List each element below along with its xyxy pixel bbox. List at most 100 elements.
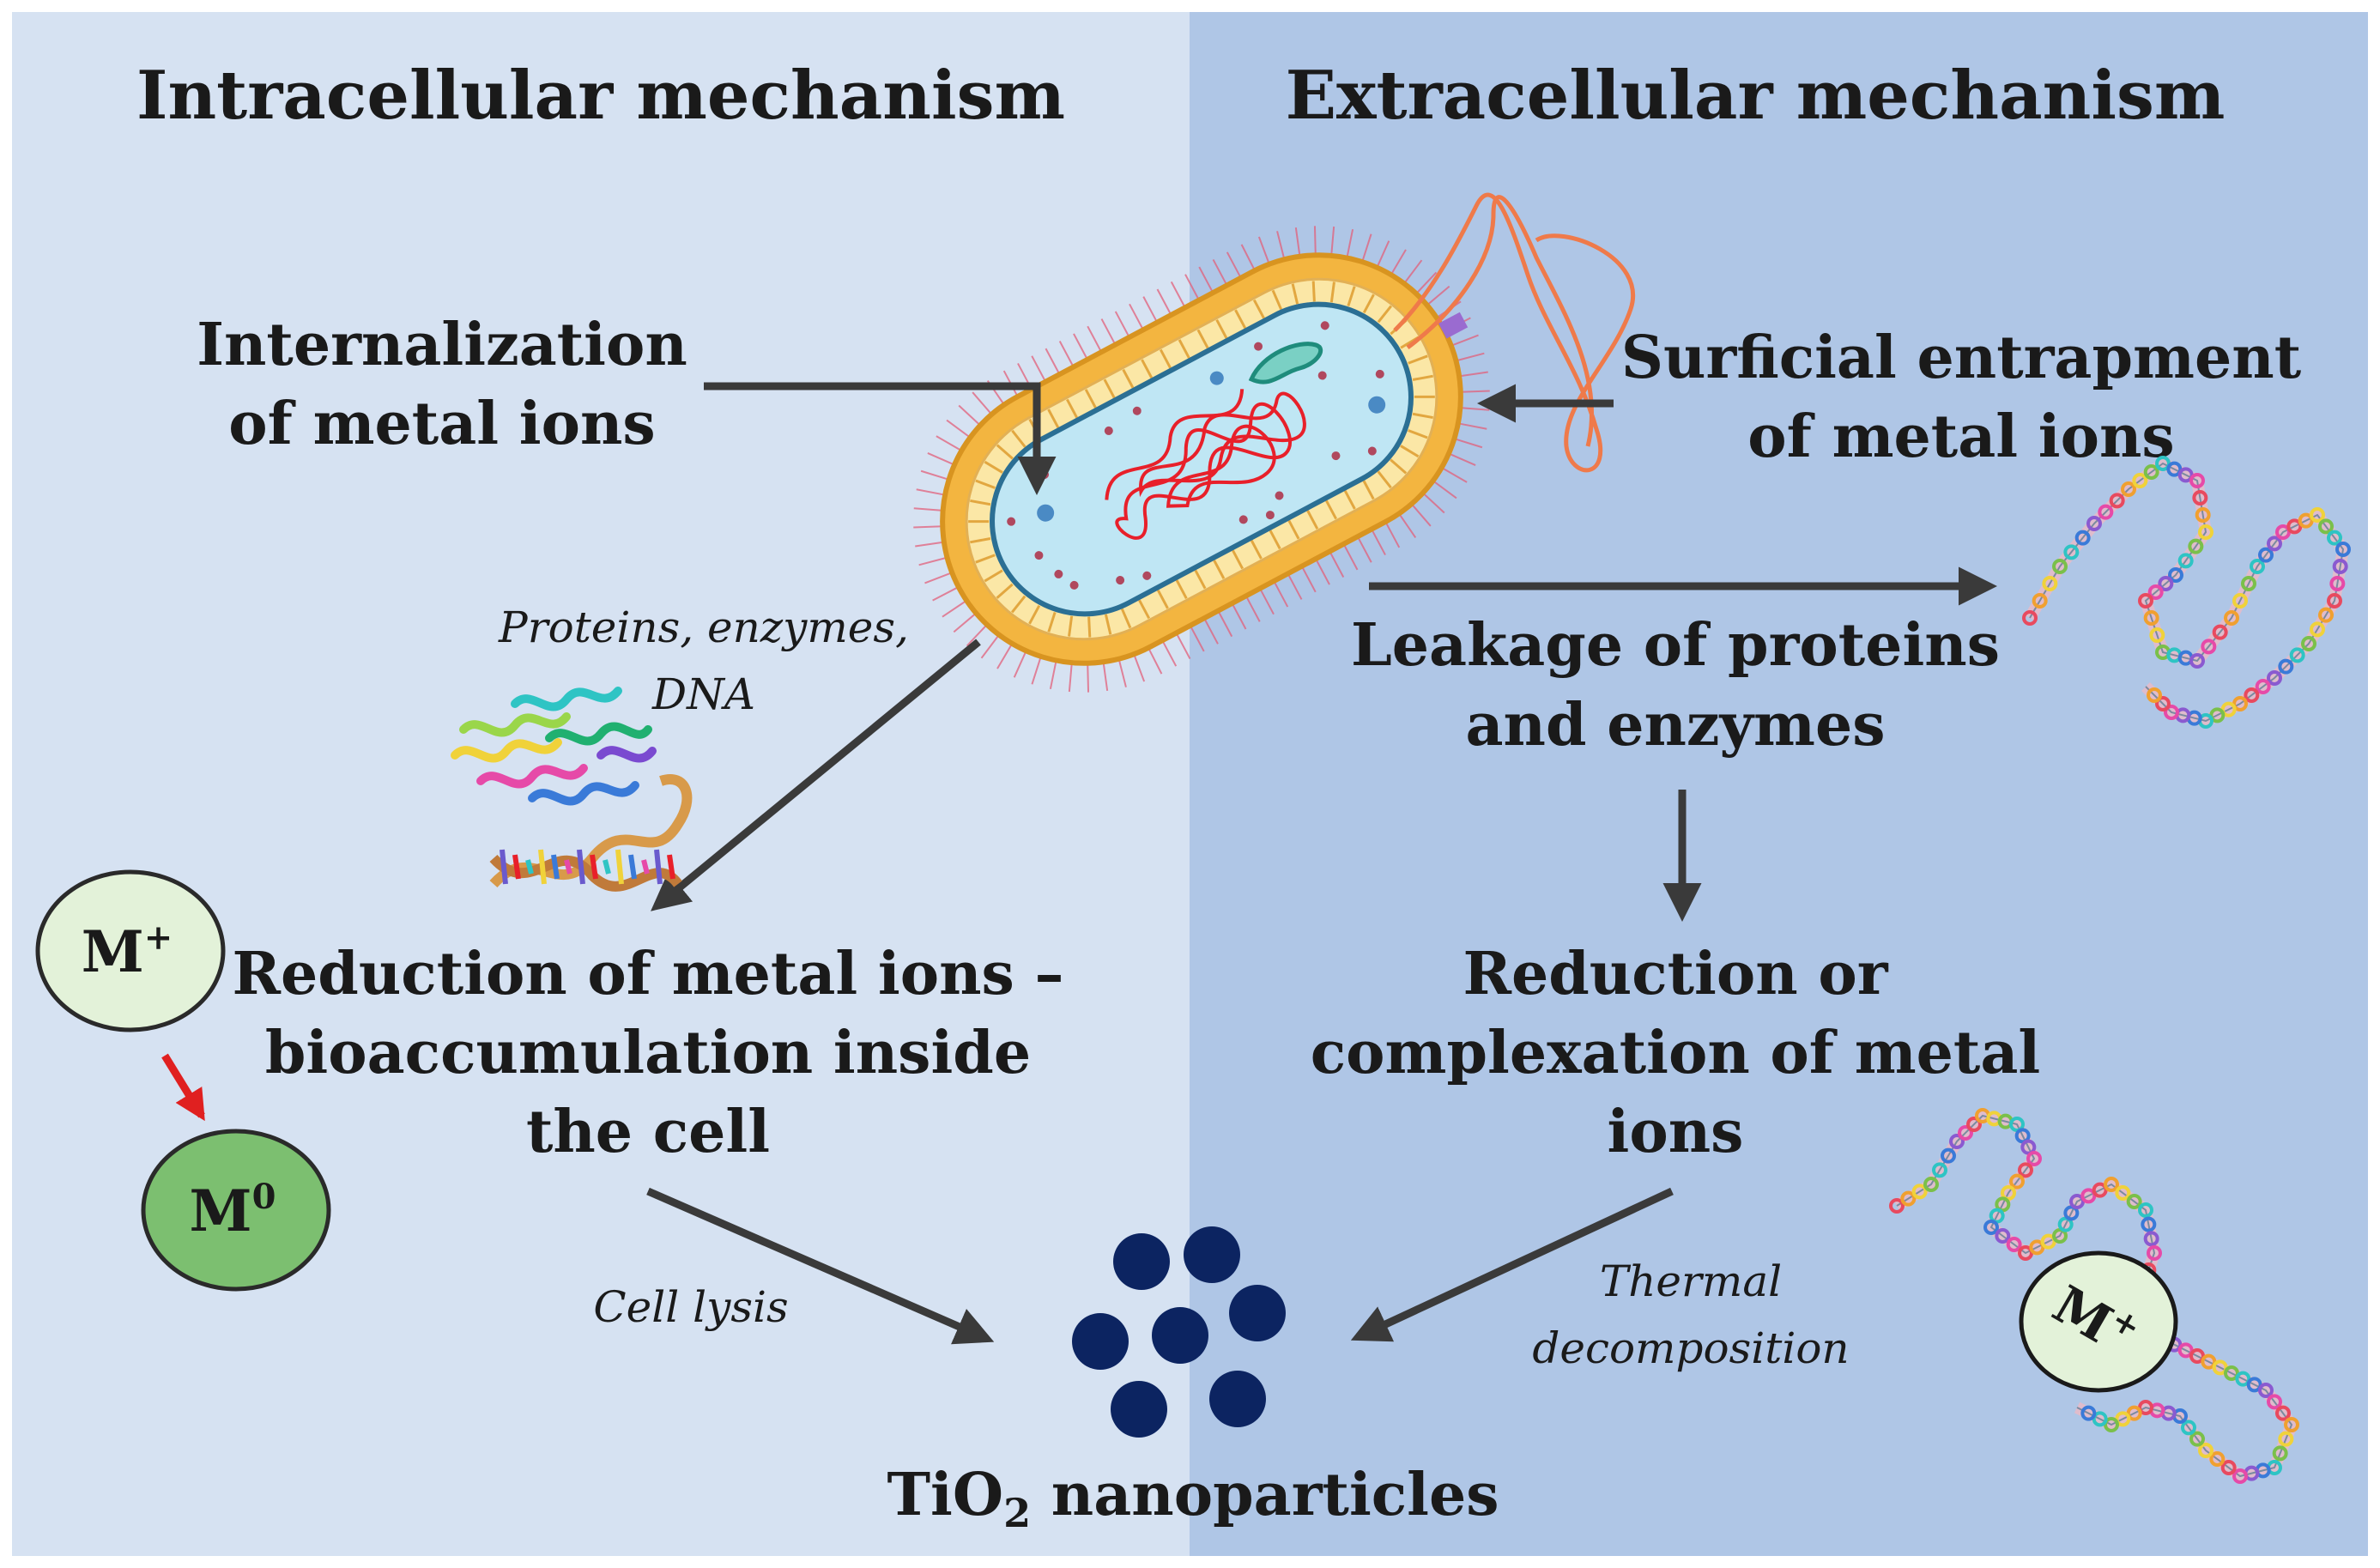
proteins-arrow [651, 639, 981, 911]
cell-spike [1013, 650, 1027, 678]
wall-rib [1287, 519, 1300, 540]
wall-rib [1269, 530, 1281, 550]
chain-bead [2022, 610, 2038, 626]
chain-bead [2086, 516, 2102, 531]
chain-bead [2143, 1231, 2159, 1247]
chain-bead [2192, 490, 2208, 506]
wall-rib [1011, 429, 1026, 448]
wall-rib [1400, 445, 1420, 458]
chain-bead [2080, 1405, 2097, 1421]
cell-spike [1448, 452, 1476, 466]
nanoparticle-cluster-icon [1072, 1226, 1286, 1438]
cell-spike [932, 586, 960, 602]
extracellular-title: Extracellular mechanism [1286, 57, 2226, 135]
chain-bead [2006, 1237, 2022, 1252]
cell-spike [1156, 288, 1172, 316]
cell-spike [1031, 656, 1042, 685]
chain-bead [2209, 707, 2226, 723]
chain-bead [2104, 1177, 2119, 1192]
cell-spike [1432, 480, 1457, 499]
chain-bead [2155, 456, 2171, 471]
wall-rib [975, 479, 996, 489]
cell-spike [927, 452, 955, 466]
wall-rib [1306, 510, 1319, 530]
wall-rib [1377, 305, 1393, 324]
chain-bead [2018, 1162, 2033, 1178]
wall-rib [996, 444, 1014, 460]
cell-spike [1458, 371, 1488, 378]
cell-spike [1273, 580, 1289, 608]
cell-spike [936, 435, 962, 452]
flagellum [1393, 192, 1635, 473]
dna-rung [654, 849, 663, 885]
chain-bead [2301, 636, 2316, 651]
cell-spike [1287, 572, 1303, 600]
wall-rib [1215, 319, 1228, 339]
dna-rung [615, 849, 624, 885]
wall-rib [1047, 409, 1060, 428]
wall-rib [1390, 458, 1408, 475]
chain-backbone [2029, 462, 2345, 723]
chain-bead [2158, 576, 2174, 591]
chain-bead [2009, 1173, 2025, 1190]
cell-spike [1175, 633, 1191, 660]
chain-bead [2177, 1342, 2194, 1359]
m-plus-ion: M+ [35, 869, 226, 1032]
reduction-intracellular-line2: bioaccumulation inside [265, 1019, 1031, 1087]
chain-bead [2235, 1371, 2251, 1387]
leakage-label-line2: and enzymes [1465, 691, 1885, 760]
wall-rib [970, 537, 991, 544]
chain-bead [2224, 610, 2239, 626]
dna-rung [525, 859, 534, 875]
wall-rib [1103, 378, 1116, 399]
cell-spike [1073, 333, 1088, 360]
ribosome-dot [1104, 426, 1113, 435]
ribosome-dot [1116, 576, 1125, 585]
chain-bead [2250, 559, 2265, 574]
cell-spike [920, 469, 949, 481]
thermal-label-line2: decomposition [1532, 1323, 1849, 1373]
dna-rung [538, 849, 547, 885]
cell-spike [1450, 334, 1479, 347]
chain-bead [2126, 1194, 2142, 1209]
cell-spike [913, 525, 943, 529]
chain-bead [1941, 1147, 1956, 1164]
chain-bead [2232, 593, 2248, 608]
chain-bead [2258, 547, 2274, 563]
cell-spike [1257, 236, 1270, 265]
chain-bead [2275, 524, 2291, 540]
chain-bead [2018, 1245, 2033, 1261]
cell-spike [1129, 303, 1144, 330]
chain-bead [1966, 1117, 1982, 1132]
chain-bead [2258, 1383, 2274, 1398]
cell-spike [1441, 466, 1468, 483]
chain-bead [2177, 467, 2194, 483]
plasmid [1248, 342, 1323, 384]
chain-bead [1995, 1228, 2011, 1244]
chain-bead [2138, 1202, 2153, 1218]
wall-rib [1194, 569, 1207, 590]
cell-spike [1068, 663, 1073, 693]
cell-spike [1198, 266, 1214, 294]
chain-bead [2042, 576, 2058, 591]
cell-spike [953, 612, 977, 633]
cell-spike [1456, 352, 1485, 362]
chain-bead [2189, 473, 2205, 488]
chain-bead [2220, 1460, 2237, 1475]
chain-bead [2189, 1431, 2205, 1447]
wall-rib [1232, 549, 1245, 570]
wall-rib [1362, 480, 1375, 500]
dna-rung [564, 859, 572, 875]
intracellular-title: Intracellular mechanism [136, 57, 1065, 135]
chain-bead [2109, 493, 2125, 509]
wall-rib [1068, 615, 1074, 637]
dna-rung [667, 854, 675, 880]
cell-spike [996, 643, 1014, 669]
chain-bead [2272, 1445, 2288, 1462]
chain-bead [1983, 1220, 1999, 1235]
chain-bead [2332, 559, 2348, 574]
wall-rib [1141, 359, 1154, 378]
chain-bead [2164, 705, 2179, 720]
chain-bead [2115, 1411, 2131, 1427]
wall-rib [975, 554, 996, 564]
